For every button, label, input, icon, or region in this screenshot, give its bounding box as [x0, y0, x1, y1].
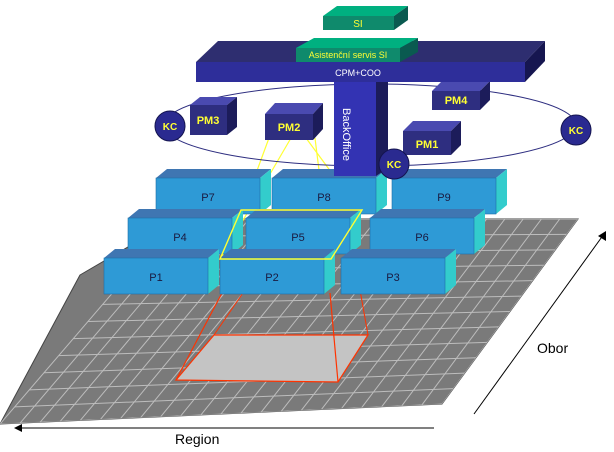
obor-axis: Obor — [473, 231, 606, 415]
project-block-p4[interactable]: P4 — [127, 209, 243, 255]
asistencni-servis-box[interactable]: Asistenční servis SI — [296, 38, 418, 62]
project-label-p7: P7 — [201, 192, 214, 204]
pm2-box[interactable]: PM2 — [265, 103, 323, 140]
kc-right[interactable]: KC — [560, 114, 592, 146]
block-top-face — [128, 209, 243, 218]
project-label-p3: P3 — [386, 272, 399, 284]
kc-right-label: KC — [569, 126, 583, 137]
project-block-p9[interactable]: P9 — [391, 169, 507, 215]
project-label-p9: P9 — [437, 192, 450, 204]
block-front-face — [340, 257, 446, 295]
project-block-p1[interactable]: P1 — [103, 249, 219, 295]
kc-left[interactable]: KC — [154, 110, 186, 142]
block-top-face — [246, 209, 361, 218]
block-front-face — [219, 257, 325, 295]
project-block-p5[interactable]: P5 — [245, 209, 361, 255]
project-block-p6[interactable]: P6 — [369, 209, 485, 255]
cpm-coo-label: CPM+COO — [335, 68, 381, 78]
projection-red — [174, 289, 370, 383]
project-label-p5: P5 — [291, 232, 304, 244]
project-label-p8: P8 — [317, 192, 330, 204]
block-side-face — [232, 209, 243, 254]
pm1-box[interactable]: PM1 — [403, 121, 461, 155]
project-label-p2: P2 — [265, 272, 278, 284]
project-block-p3[interactable]: P3 — [340, 249, 456, 295]
block-side-face — [350, 209, 361, 254]
pm4-box[interactable]: PM4 — [432, 81, 490, 110]
si-box[interactable]: SI — [323, 6, 408, 30]
block-front-face — [103, 257, 209, 295]
backoffice-column[interactable]: BackOffice — [334, 73, 388, 176]
project-block-p2[interactable]: P2 — [219, 249, 335, 295]
block-top-face — [341, 249, 456, 258]
block-front-face — [155, 177, 261, 215]
pm1-label: PM1 — [416, 139, 439, 151]
highlight-p5 — [218, 209, 364, 260]
block-top-face — [392, 169, 507, 178]
pm3-label: PM3 — [197, 115, 220, 127]
block-top-face — [370, 209, 485, 218]
pm4-label: PM4 — [445, 95, 469, 107]
region-label: Region — [175, 431, 219, 447]
block-front-face — [127, 217, 233, 255]
asistencni-servis-label: Asistenční servis SI — [309, 50, 388, 60]
block-top-face — [220, 249, 335, 258]
kc-left-label: KC — [163, 122, 177, 133]
arrow-left-icon — [14, 424, 22, 432]
project-label-p6: P6 — [415, 232, 428, 244]
pm3-box[interactable]: PM3 — [190, 97, 237, 135]
block-side-face — [376, 169, 387, 214]
arrow-up-right-icon — [598, 231, 606, 241]
project-block-p8[interactable]: P8 — [271, 169, 387, 215]
block-front-face — [271, 177, 377, 215]
backoffice-label: BackOffice — [340, 108, 352, 161]
block-front-face — [369, 217, 475, 255]
pm2-label: PM2 — [278, 122, 301, 134]
project-label-p4: P4 — [173, 232, 186, 244]
kc-bottom[interactable]: KC — [378, 148, 410, 180]
block-top-face — [156, 169, 271, 178]
si-label: SI — [353, 19, 362, 30]
project-label-p1: P1 — [149, 272, 162, 284]
block-front-face — [391, 177, 497, 215]
block-side-face — [445, 249, 456, 294]
region-axis: Region — [14, 424, 434, 447]
block-side-face — [496, 169, 507, 214]
block-side-face — [208, 249, 219, 294]
block-side-face — [324, 249, 335, 294]
project-block-p7[interactable]: P7 — [155, 169, 271, 215]
kc-bottom-label: KC — [387, 160, 401, 171]
block-side-face — [260, 169, 271, 214]
block-side-face — [474, 209, 485, 254]
obor-label: Obor — [537, 340, 568, 356]
block-front-face — [245, 217, 351, 255]
block-top-face — [104, 249, 219, 258]
